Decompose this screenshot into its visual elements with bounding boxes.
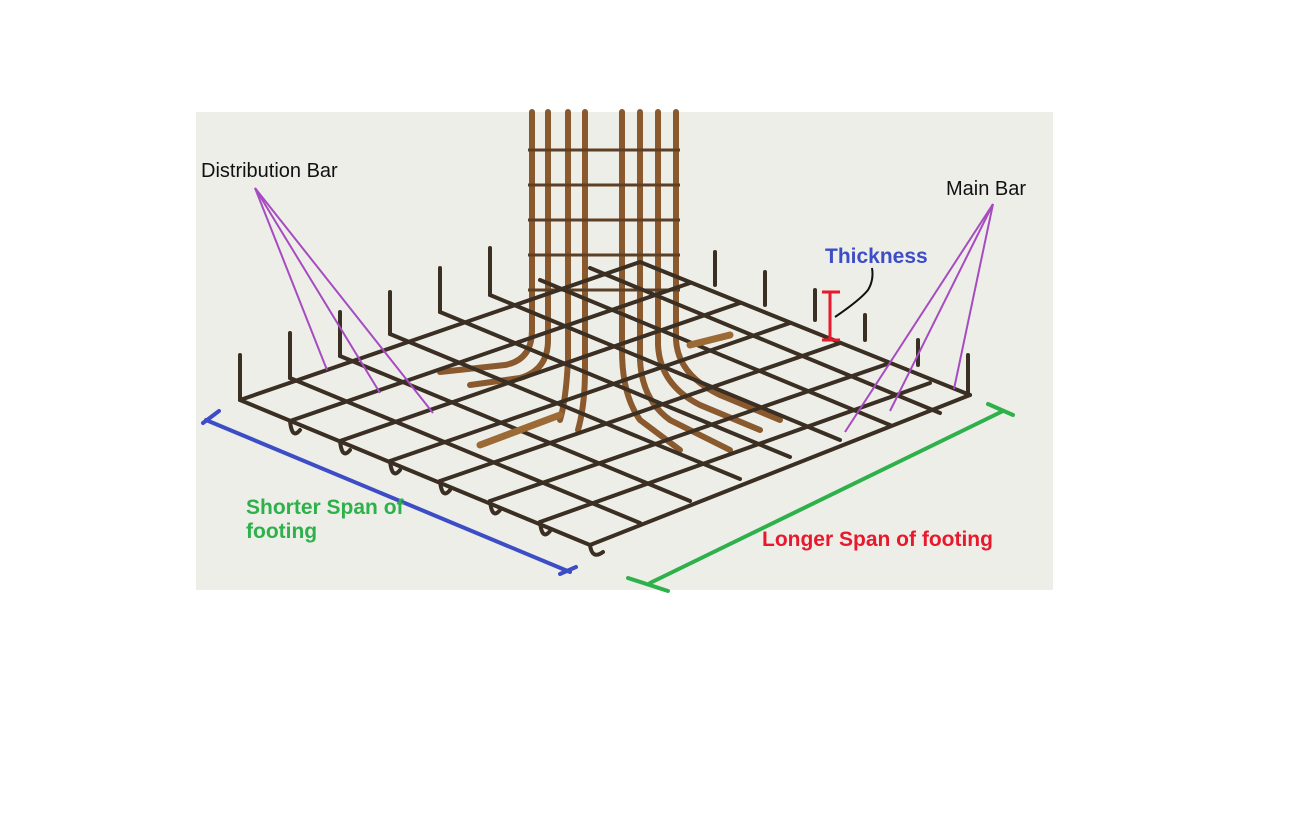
hooked-bar-ends [238,246,970,402]
distribution-bar-pointers [254,187,434,414]
main-bar-pointers [844,203,994,433]
shorter-span-label: Shorter Span of footing [246,496,404,544]
distribution-bars [238,260,972,547]
longer-span-dimension-line [626,402,1015,593]
main-bar-label: Main Bar [946,178,1027,200]
base-dowels [476,331,734,449]
longer-span-label: Longer Span of footing [762,528,993,551]
distribution-bar-label: Distribution Bar [201,160,338,182]
thickness-marker [822,290,840,342]
front-hooks [288,419,605,557]
thickness-leader [834,267,874,318]
thickness-label: Thickness [825,245,928,268]
column-ties [528,148,680,292]
shorter-span-dimension-line [201,409,578,576]
